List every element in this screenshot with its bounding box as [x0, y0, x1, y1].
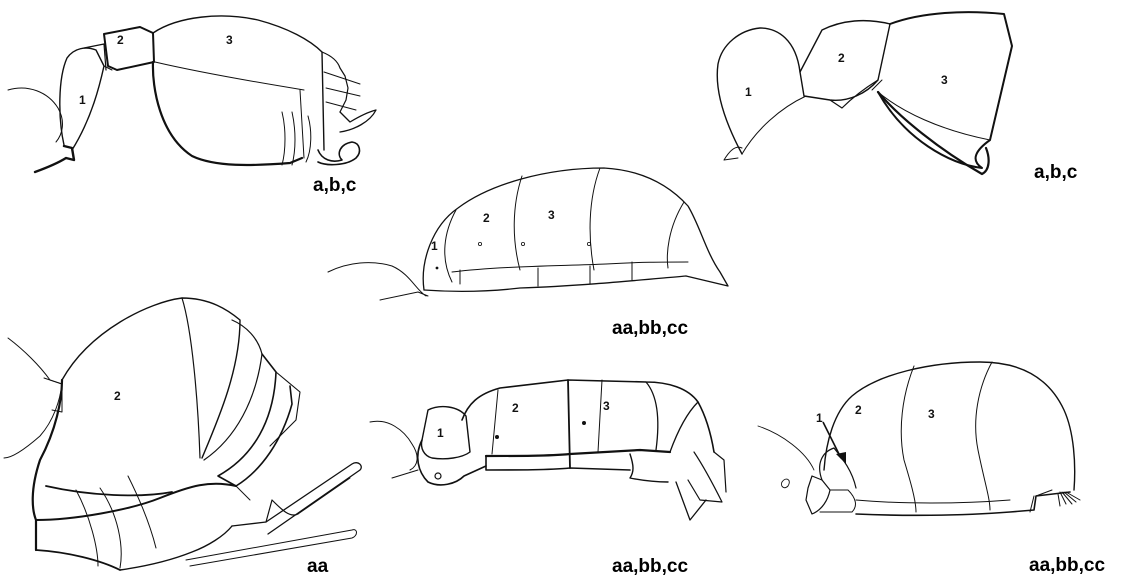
segment-label-2: 2	[117, 33, 124, 47]
segment-label-2: 2	[483, 211, 490, 225]
segment-label-3: 3	[928, 407, 935, 421]
abdomen-drawing	[758, 362, 1080, 515]
segment-label-3: 3	[941, 73, 948, 87]
panel-top-right: 1 2 3 a,b,c	[717, 12, 1078, 183]
panel-center: 1 2 3 aa,bb,cc	[328, 168, 728, 339]
panel-caption: aa	[307, 556, 329, 577]
panel-bottom-left: 2 aa	[4, 298, 361, 577]
segment-label-1: 1	[745, 85, 752, 99]
segment-label-2: 2	[114, 389, 121, 403]
abdomen-drawing	[4, 298, 361, 570]
panel-caption: aa,bb,cc	[612, 318, 688, 339]
arrow-head	[836, 452, 846, 464]
abdomen-drawing	[328, 168, 728, 300]
abdomen-drawing	[370, 380, 726, 520]
segment-label-3: 3	[548, 208, 555, 222]
panel-bottom-right: 1 2 3 aa,bb,cc	[758, 362, 1105, 576]
abdomen-drawing	[8, 16, 376, 172]
segment-label-2: 2	[838, 51, 845, 65]
segment-label-2: 2	[855, 403, 862, 417]
panel-caption: aa,bb,cc	[612, 556, 688, 577]
segment-label-1: 1	[79, 93, 86, 107]
panel-caption: a,b,c	[1034, 162, 1078, 183]
segment-label-3: 3	[226, 33, 233, 47]
panel-top-left: 2 1 3 a,b,c	[8, 16, 376, 196]
panel-bottom-center: 1 2 3 aa,bb,cc	[370, 380, 726, 577]
abdomen-drawing	[717, 12, 1012, 174]
segment-label-3: 3	[603, 399, 610, 413]
panel-caption: a,b,c	[313, 175, 357, 196]
segment-label-1: 1	[816, 411, 823, 425]
segment-label-1: 1	[437, 426, 444, 440]
segment-label-2: 2	[512, 401, 519, 415]
panel-caption: aa,bb,cc	[1029, 555, 1105, 576]
segment-label-1: 1	[431, 239, 438, 253]
